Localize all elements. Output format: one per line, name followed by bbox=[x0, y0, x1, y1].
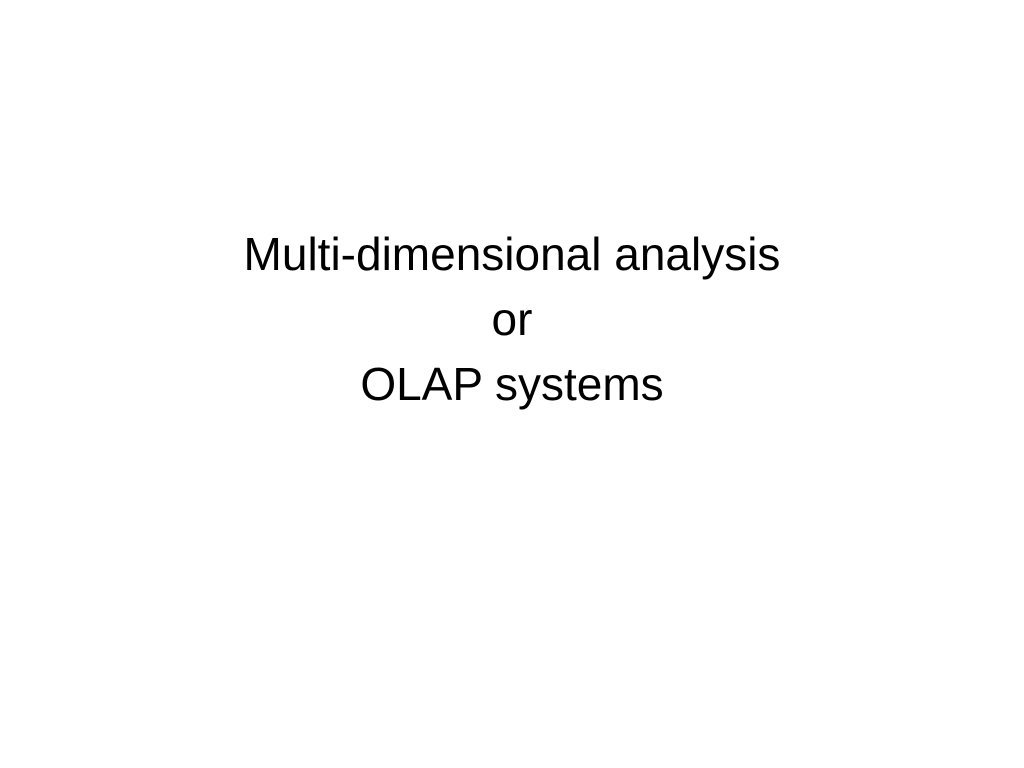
title-line-2: or bbox=[491, 293, 533, 345]
title-line-1: Multi-dimensional analysis bbox=[243, 228, 781, 280]
title-line-3: OLAP systems bbox=[360, 358, 664, 410]
slide-title: Multi-dimensional analysis or OLAP syste… bbox=[0, 222, 1024, 417]
